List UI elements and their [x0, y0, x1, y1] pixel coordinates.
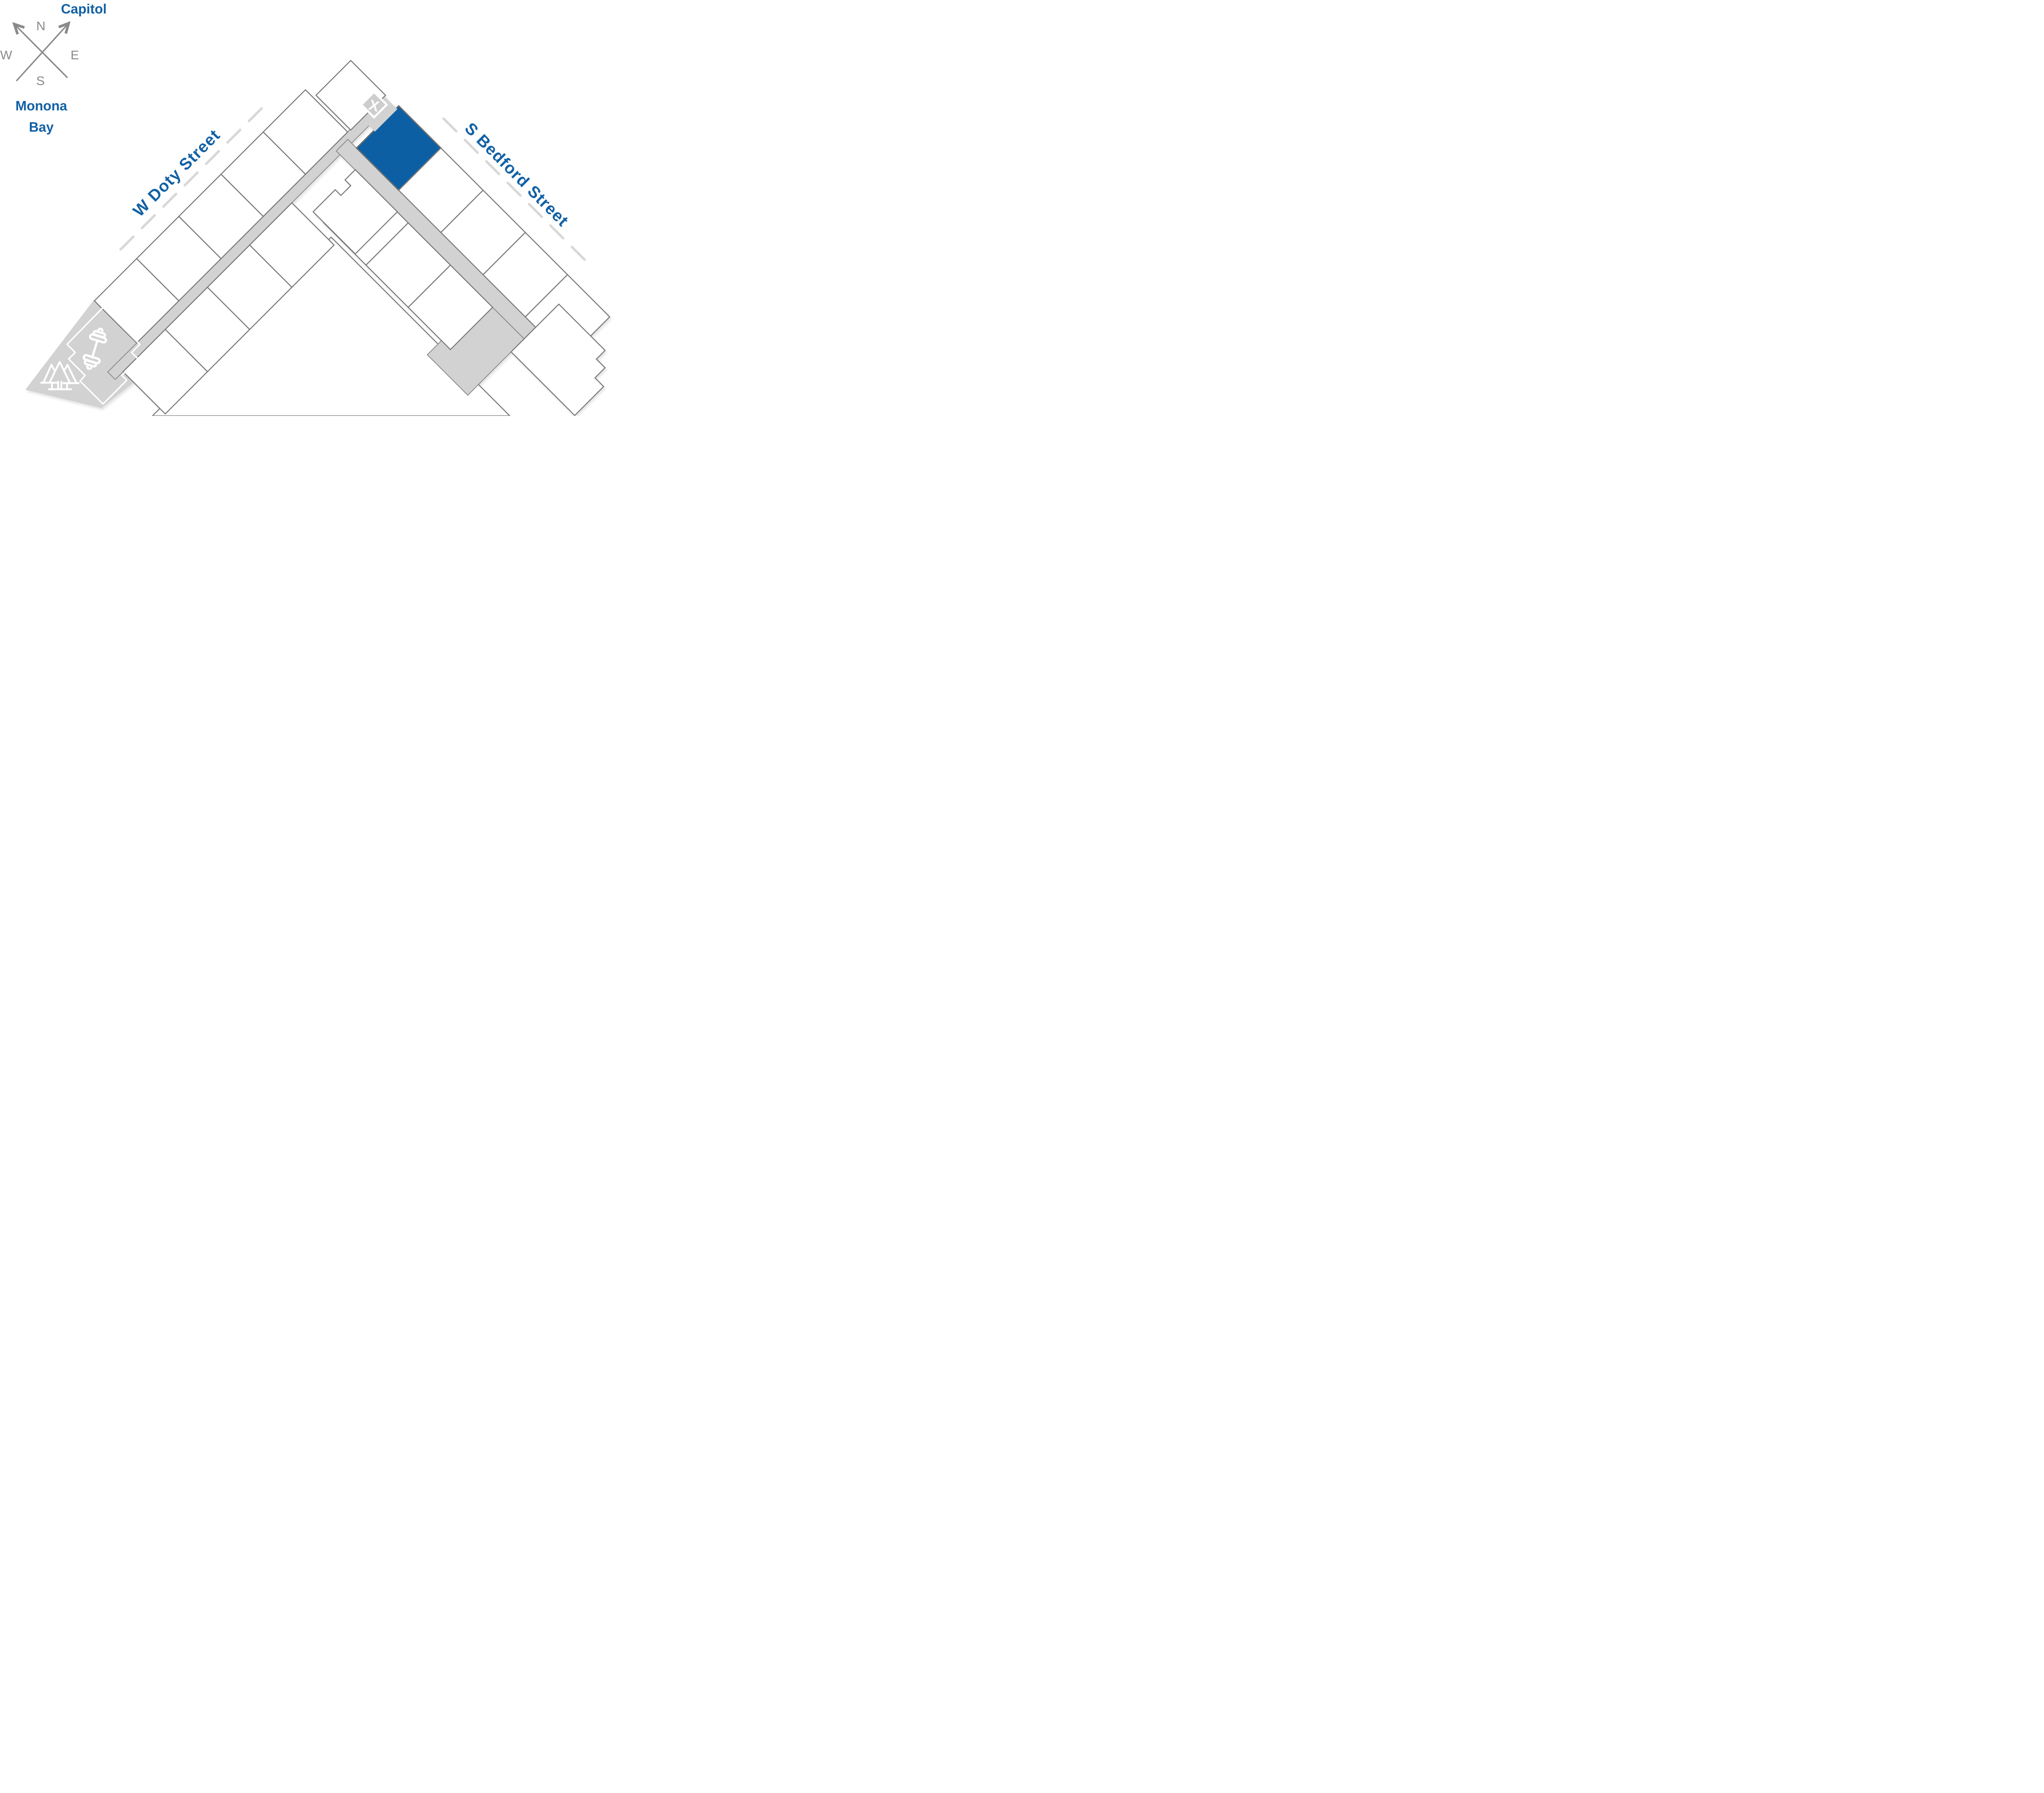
amenity-unit-outline — [66, 307, 141, 405]
corner-unit — [510, 303, 606, 416]
compass-west: W — [0, 48, 12, 62]
building-plan: X — [25, 60, 611, 416]
doty-street-dashed-line — [117, 107, 263, 254]
monona-bay-label-line2: Bay — [29, 119, 54, 135]
x-marker-icon: X — [360, 90, 388, 119]
pine-trees-icon — [40, 361, 80, 390]
compass-icon: N W E S — [0, 19, 79, 88]
right-wing — [323, 105, 611, 416]
monona-bay-label-line1: Monona — [16, 98, 67, 113]
capitol-label: Capitol — [61, 1, 107, 16]
central-notched-unit — [312, 169, 398, 255]
bedford-street-dashed-line — [442, 117, 586, 261]
compass-arrow-west — [15, 25, 68, 79]
unit — [407, 264, 493, 350]
site-map: X W Doty Street — [0, 0, 641, 416]
site-map-canvas: X W Doty Street — [0, 1, 611, 416]
unit — [94, 258, 180, 344]
compass-south: S — [36, 74, 45, 88]
left-wing — [94, 89, 389, 415]
unit — [122, 329, 208, 415]
compass-north: N — [36, 19, 45, 33]
dumbbell-icon — [83, 328, 107, 370]
compass-east: E — [71, 48, 79, 62]
